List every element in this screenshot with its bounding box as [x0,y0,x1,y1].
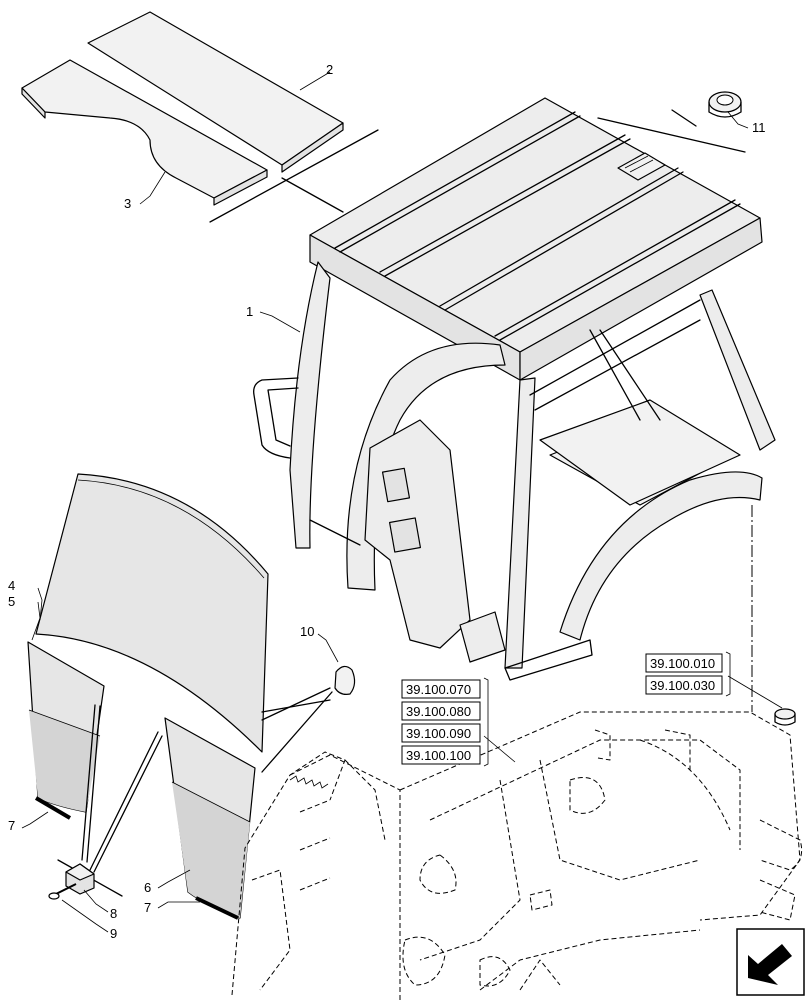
glass-strip [81,704,96,861]
callout-7: 7 [144,900,151,915]
cab-mount [774,708,796,726]
callout-5: 5 [8,594,15,609]
callout-6: 6 [144,880,151,895]
reference-group-left: 39.100.070 39.100.080 39.100.090 39.100.… [401,677,489,767]
section-line [261,687,331,721]
section-line [281,177,344,213]
callout-1: 1 [246,304,253,319]
callout-2: 2 [326,62,333,77]
callout-7: 7 [8,818,15,833]
chassis-outline [231,711,803,1000]
arrow-left-down-icon[interactable] [736,928,805,996]
callout-10: 10 [300,624,314,639]
reference-box[interactable] [401,679,481,699]
reference-box[interactable] [401,701,481,721]
reference-label[interactable]: 39.100.100 [406,748,471,763]
roof-leader-line [597,117,746,153]
seal-strip-7 [34,796,72,820]
clip-8 [65,863,95,895]
callout-8: 8 [110,906,117,921]
glass-strip [89,731,159,871]
reference-label[interactable]: 39.100.030 [650,678,715,693]
reference-box[interactable] [645,653,723,673]
glass-strip [86,705,101,863]
section-line [261,699,331,713]
reference-box[interactable] [401,723,481,743]
cap-10 [334,665,356,695]
front-windshield-lower-left-5 [27,641,105,813]
callout-9: 9 [110,926,117,941]
reference-label[interactable]: 39.100.080 [406,704,471,719]
glass-strip [93,735,163,873]
roof-leader-line [671,109,697,127]
callout-4: 4 [8,578,15,593]
reference-label[interactable]: 39.100.070 [406,682,471,697]
reference-box[interactable] [645,675,723,695]
reference-label[interactable]: 39.100.010 [650,656,715,671]
reference-label[interactable]: 39.100.090 [406,726,471,741]
callout-3: 3 [124,196,131,211]
front-windshield-lower-right-6 [164,717,256,919]
front-windshield-upper-4 [35,473,269,753]
screw-9 [48,883,77,900]
chassis-rack [289,775,329,789]
seal-strip-7 [195,896,239,920]
roof-liner-panel-2 [87,11,344,173]
callout-11: 11 [752,120,766,135]
roof-plug-11 [708,91,742,118]
reference-box[interactable] [401,745,481,765]
reference-group-right: 39.100.010 39.100.030 [645,651,731,697]
section-line [209,129,379,223]
leader-lines [21,71,783,933]
roof-liner-panel-3 [21,59,268,206]
cab-frame [253,261,776,681]
section-line [261,691,333,773]
